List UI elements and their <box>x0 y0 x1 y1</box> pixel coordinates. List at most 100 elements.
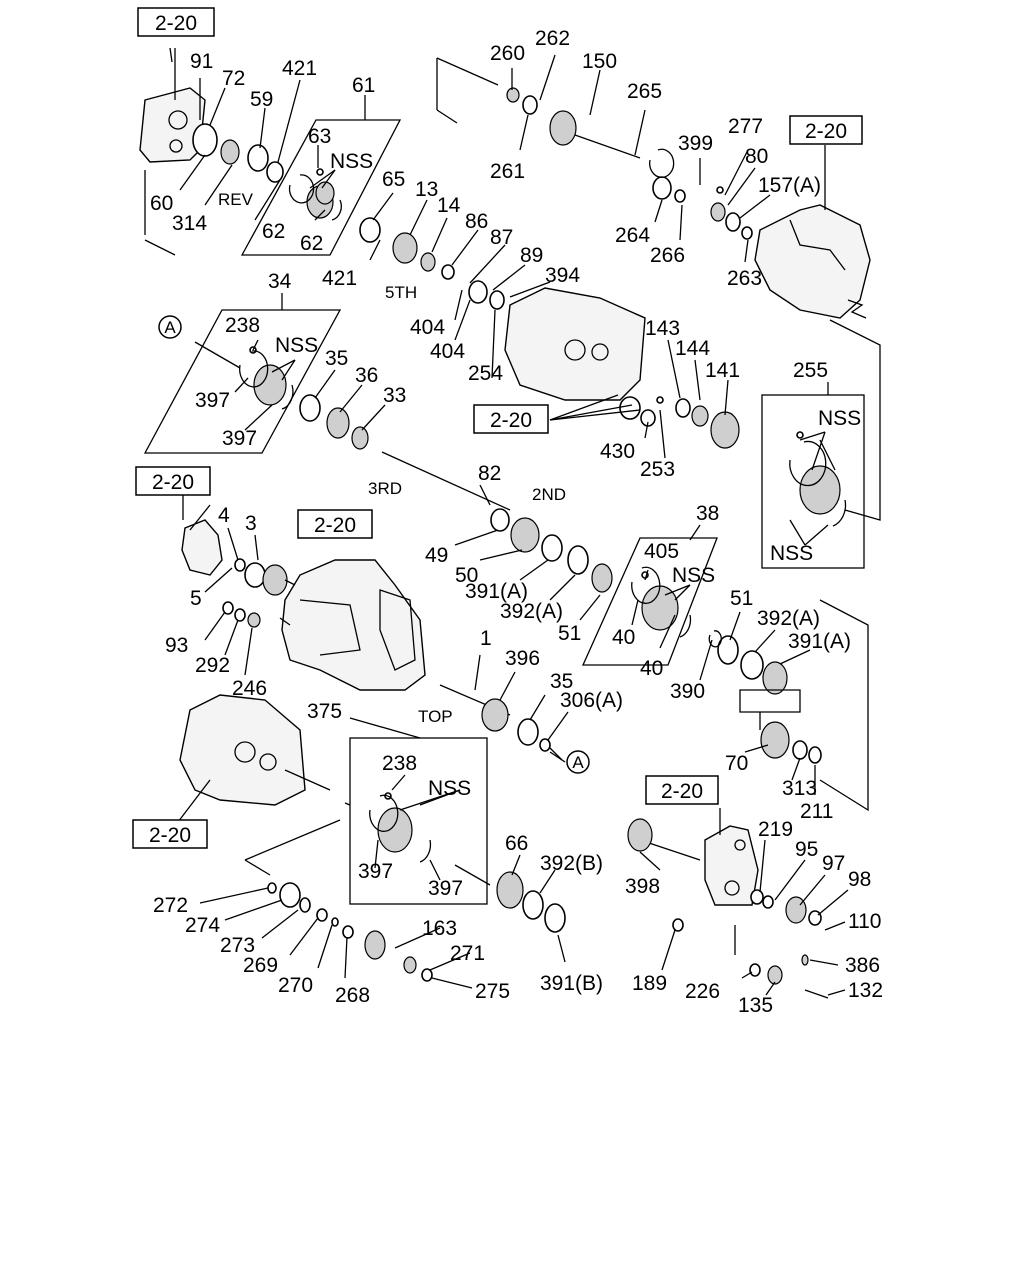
part-label: 40 <box>612 626 635 649</box>
part-label: 93 <box>165 634 188 657</box>
part-label: 89 <box>520 244 543 267</box>
ref-box-2: 2-20 <box>789 115 863 145</box>
part-label: 268 <box>335 984 370 1007</box>
part-label: 14 <box>437 194 461 217</box>
part-label: 271 <box>450 942 485 965</box>
part-label: 59 <box>250 88 273 111</box>
part-label: 51 <box>730 587 753 610</box>
part-label: NSS <box>275 334 318 357</box>
part-label: 260 <box>490 42 525 65</box>
part-label: 391(A) <box>788 630 851 653</box>
part-label: 62 <box>300 232 323 255</box>
part-label: 313 <box>782 777 817 800</box>
part-label: 143 <box>645 317 680 340</box>
part-label: 3RD <box>368 479 402 498</box>
circle-marker-a-1: A <box>158 315 182 339</box>
part-label: NSS <box>770 542 813 565</box>
part-label: 163 <box>422 917 457 940</box>
part-label: 211 <box>800 800 833 823</box>
part-label: 66 <box>505 832 528 855</box>
part-label: 63 <box>308 125 331 148</box>
circle-marker-a-2: A <box>566 750 590 774</box>
part-label: 62 <box>262 220 285 243</box>
part-label: 35 <box>325 347 348 370</box>
part-label: 34 <box>268 270 292 293</box>
part-label: 110 <box>848 910 881 933</box>
transfer-case-housing-right <box>754 204 871 319</box>
rear-cover-plate-bottom-right <box>704 825 759 906</box>
ref-box-6: 2-20 <box>645 775 719 805</box>
sync-box-34 <box>143 309 342 454</box>
sync-box-255 <box>761 394 865 569</box>
part-label: 98 <box>848 868 871 891</box>
ref-box-7: 2-20 <box>132 819 208 849</box>
intermediate-plate-housing-center <box>504 287 646 401</box>
ref-label: 2-20 <box>155 12 197 35</box>
shaft-82 <box>381 451 511 511</box>
part-label: 254 <box>468 362 503 385</box>
part-label: TOP <box>418 707 453 726</box>
part-label: 38 <box>696 502 719 525</box>
ref-label: 2-20 <box>661 780 703 803</box>
part-label: 397 <box>428 877 463 900</box>
part-label: 261 <box>490 160 525 183</box>
ref-box-5: 2-20 <box>297 509 373 539</box>
part-label: 238 <box>382 752 417 775</box>
part-label: 49 <box>425 544 448 567</box>
part-label: 386 <box>845 954 880 977</box>
part-labels: 91 72 421 59 61 63 NSS 60 314 REV 62 62 … <box>150 27 883 1017</box>
part-label: 397 <box>222 427 257 450</box>
part-label: 273 <box>220 934 255 957</box>
part-label: 269 <box>243 954 278 977</box>
part-label: 421 <box>322 267 357 290</box>
part-label: 392(A) <box>500 600 563 623</box>
part-label: 253 <box>640 458 675 481</box>
part-label: 3 <box>245 512 257 535</box>
part-label: NSS <box>330 150 373 173</box>
ref-box-1: 2-20 <box>137 7 215 37</box>
assembly-guide-lines <box>144 57 881 955</box>
part-label: 72 <box>222 67 245 90</box>
rear-extension-housing-bottom-left <box>179 694 306 806</box>
part-label: 397 <box>358 860 393 883</box>
shaft-132 <box>804 989 829 999</box>
gear-parts <box>192 87 841 985</box>
ref-label: 2-20 <box>152 471 194 494</box>
part-label: 272 <box>153 894 188 917</box>
ref-label: 2-20 <box>805 120 847 143</box>
part-label: NSS <box>672 564 715 587</box>
part-label: 392(A) <box>757 607 820 630</box>
ref-label: 2-20 <box>149 824 191 847</box>
ref-box-4: 2-20 <box>135 466 211 496</box>
part-label: 266 <box>650 244 685 267</box>
part-label: 246 <box>232 677 267 700</box>
part-label: 87 <box>490 226 513 249</box>
part-label: 421 <box>282 57 317 80</box>
part-label: 86 <box>465 210 488 233</box>
part-label: 135 <box>738 994 773 1017</box>
part-label: 270 <box>278 974 313 997</box>
part-label: 91 <box>190 50 213 73</box>
part-label: 306(A) <box>560 689 623 712</box>
circle-label: A <box>164 318 176 337</box>
leader-lines <box>169 47 849 996</box>
part-label: 238 <box>225 314 260 337</box>
part-label: 141 <box>705 359 740 382</box>
part-label: 263 <box>727 267 762 290</box>
part-label: 97 <box>822 852 845 875</box>
ref-label: 2-20 <box>314 514 356 537</box>
part-label: 226 <box>685 980 720 1003</box>
part-label: 430 <box>600 440 635 463</box>
part-label: 292 <box>195 654 230 677</box>
part-label: 36 <box>355 364 378 387</box>
snap-rings <box>239 148 847 863</box>
main-transmission-case <box>281 559 426 691</box>
output-shaft <box>284 769 331 791</box>
part-label: 390 <box>670 680 705 703</box>
part-label: 61 <box>352 74 375 97</box>
part-label: 404 <box>430 340 465 363</box>
front-bearing-retainer-left <box>181 519 223 576</box>
part-label: 404 <box>410 316 445 339</box>
